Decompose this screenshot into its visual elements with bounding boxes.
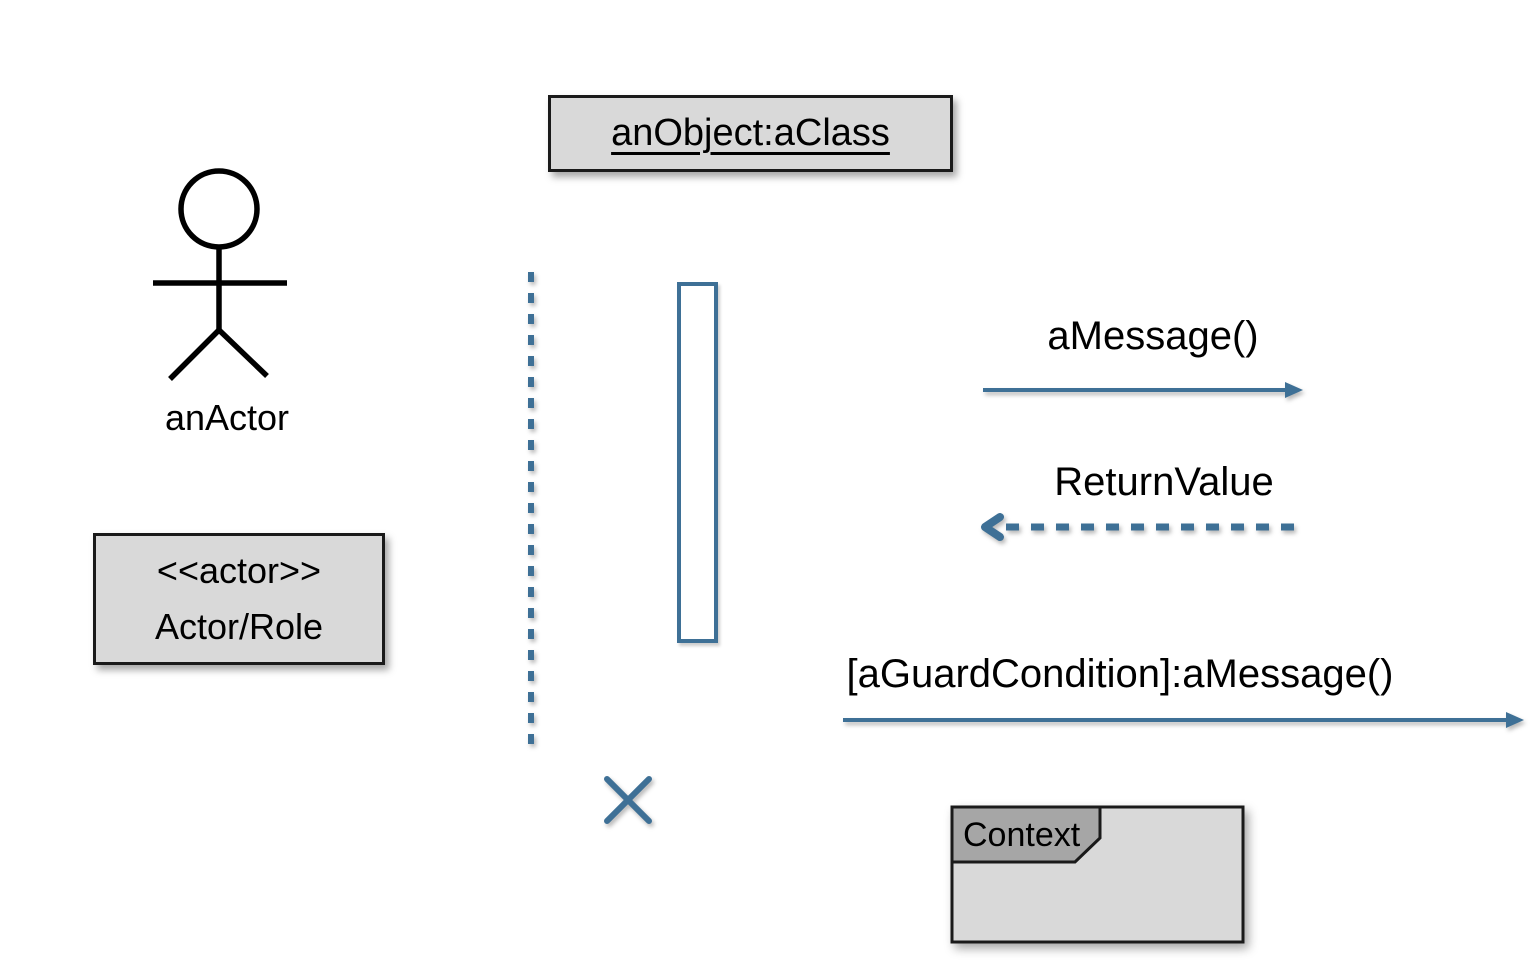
context-note-box bbox=[950, 805, 1245, 944]
actor-role-box: <<actor>> Actor/Role bbox=[93, 533, 385, 665]
actor-stereotype-label: <<actor>> bbox=[156, 550, 322, 592]
object-header-box: anObject:aClass bbox=[548, 95, 953, 172]
destruction-x-icon bbox=[604, 776, 652, 824]
activation-bar bbox=[677, 282, 718, 643]
actor-icon bbox=[153, 168, 287, 381]
object-label: anObject:aClass bbox=[611, 112, 890, 154]
context-note-label: Context bbox=[963, 816, 1081, 854]
return-message-label: ReturnValue bbox=[1054, 460, 1274, 504]
lifeline-icon bbox=[528, 272, 534, 754]
guarded-message-label: [aGuardCondition]:aMessage() bbox=[846, 652, 1394, 696]
call-arrow-icon bbox=[983, 382, 1303, 398]
call-message-label: aMessage() bbox=[1047, 314, 1259, 358]
actor-label: anActor bbox=[164, 397, 290, 438]
actor-role-label: Actor/Role bbox=[154, 606, 324, 647]
return-arrow-icon bbox=[981, 513, 1303, 541]
guard-arrow-icon bbox=[843, 712, 1524, 728]
